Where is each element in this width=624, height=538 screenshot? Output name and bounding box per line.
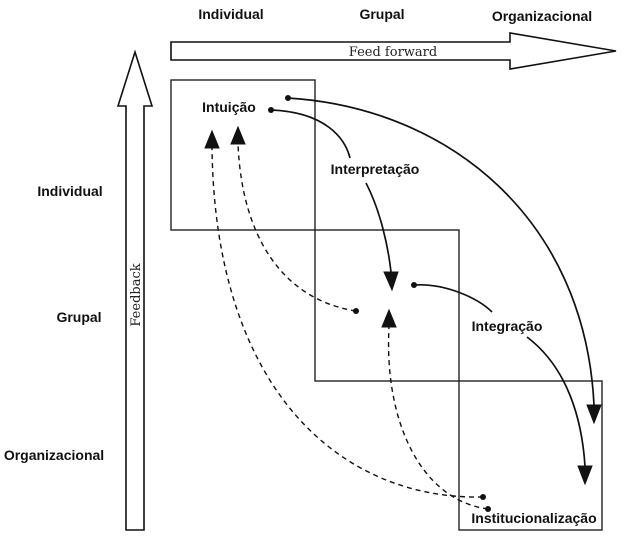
feed-forward-arrow: [170, 32, 617, 70]
feedback-arrow: [116, 49, 154, 531]
arrowhead-into-grupal: [383, 271, 399, 292]
arrowhead-feedback-grupal: [381, 308, 397, 328]
arrowhead-organizacional-top: [586, 404, 602, 425]
process-integracao: Integração: [472, 318, 543, 334]
process-intuicao: Intuição: [202, 99, 256, 115]
process-institucionalizacao: Institucionalização: [471, 510, 596, 526]
row-header-grupal: Grupal: [56, 309, 101, 325]
column-header-individual: Individual: [198, 6, 263, 22]
arrowhead-feedback-intuicao-inner: [230, 125, 246, 145]
arrowhead-institucionalizacao: [577, 465, 593, 486]
feedback-organizacional-to-intuicao: [211, 147, 484, 498]
feedback-organizacional-to-grupal: [387, 326, 489, 510]
column-header-organizacional: Organizacional: [492, 8, 592, 24]
box-grupal: [314, 229, 460, 382]
flow-grupal-to-integracao: [413, 284, 493, 313]
feed-forward-label: Feed forward: [349, 45, 437, 60]
column-header-grupal: Grupal: [359, 6, 404, 22]
row-header-individual: Individual: [37, 183, 102, 199]
flow-intuicao-to-interpretacao: [270, 109, 351, 159]
flow-interpretacao-to-integracao: [365, 182, 392, 273]
process-interpretacao: Interpretação: [331, 161, 420, 177]
arrowhead-feedback-intuicao-outer: [204, 129, 220, 149]
feedback-grupal-to-intuicao: [237, 143, 357, 312]
row-header-organizacional: Organizacional: [4, 447, 104, 463]
box-organizacional: [458, 380, 603, 531]
flow-integracao-to-institucionalizacao: [526, 336, 586, 467]
flow-intuicao-to-organizacional: [287, 97, 595, 406]
box-individual: [170, 79, 316, 231]
feedback-label: Feedback: [129, 263, 144, 326]
